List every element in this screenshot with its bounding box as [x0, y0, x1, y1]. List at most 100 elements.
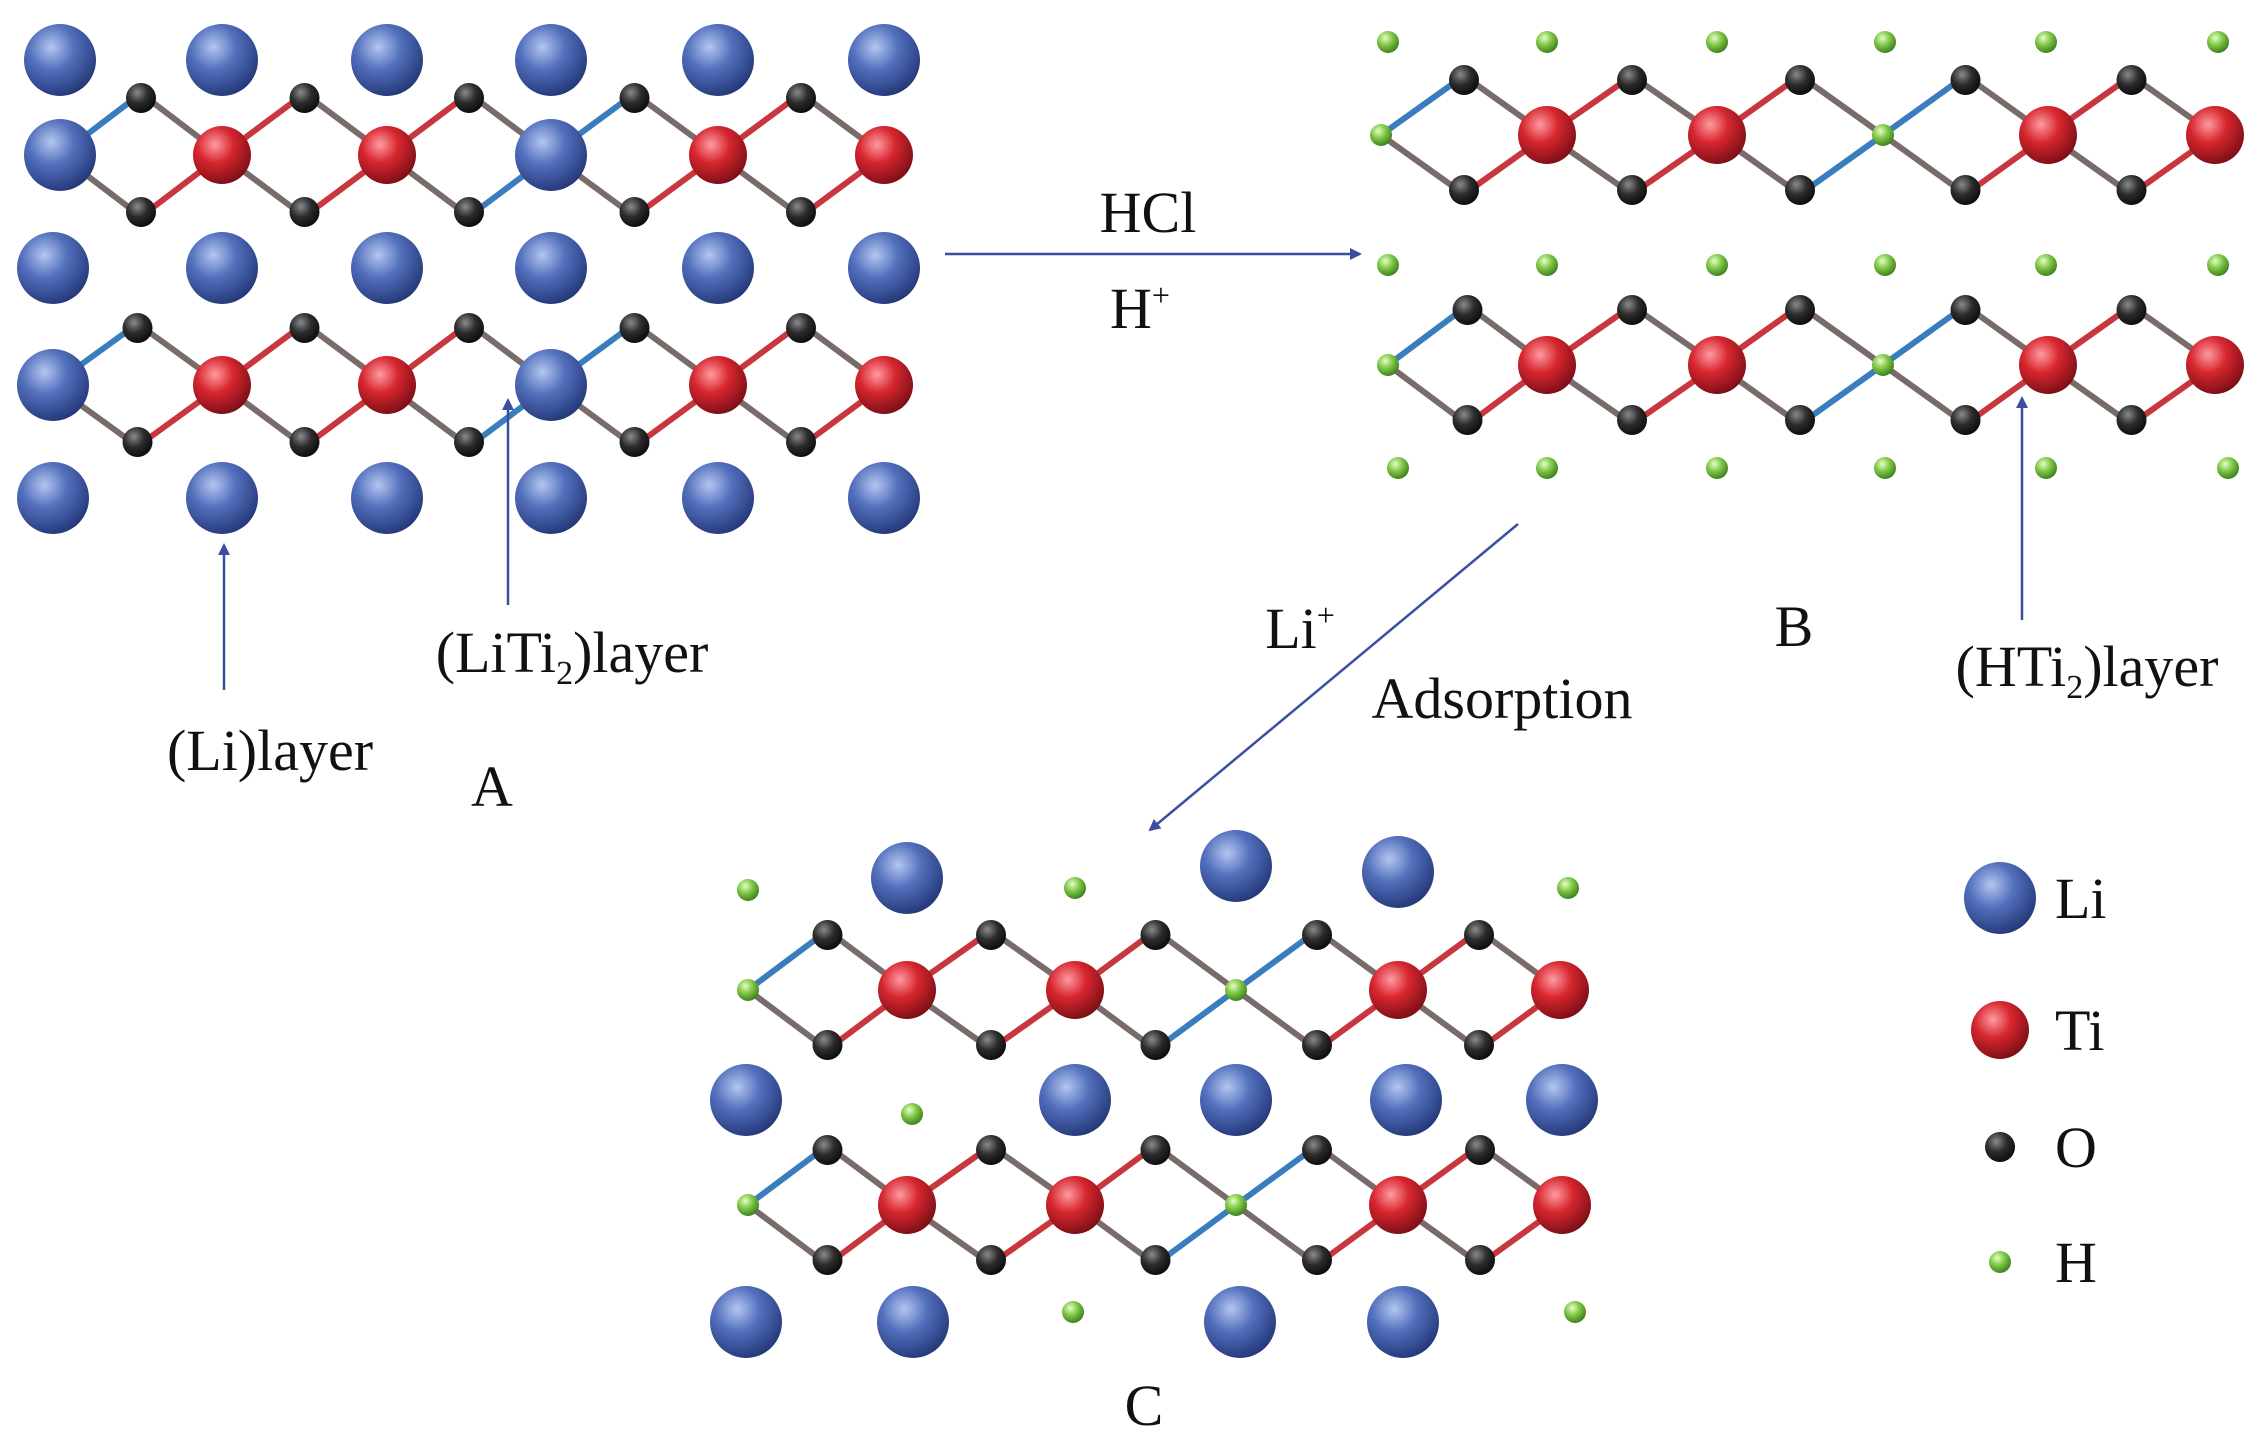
li-atom [848, 462, 920, 534]
legend-label-li: Li [2055, 866, 2107, 931]
bond [1158, 1147, 1239, 1208]
o-atom [289, 427, 320, 457]
li-atom [710, 1064, 782, 1136]
o-atom [1140, 920, 1171, 950]
o-atom [1950, 295, 1981, 325]
o-atom [1302, 920, 1332, 950]
bond [1880, 307, 1963, 368]
li-atom [1370, 1064, 1442, 1136]
li-atom [24, 24, 96, 96]
li-atom [848, 24, 920, 96]
ti-atom [878, 1176, 936, 1234]
reagent-hcl-label: HCl [1100, 180, 1197, 245]
ti-atom [878, 961, 936, 1019]
h-atom [1377, 354, 1399, 376]
li-atom [682, 24, 754, 96]
legend-label-ti: Ti [2055, 998, 2105, 1063]
ti-atom [1688, 336, 1746, 394]
h-atom [1370, 124, 1392, 146]
o-atom [1302, 1030, 1332, 1060]
o-atom [454, 83, 484, 113]
o-atom [1140, 1135, 1171, 1165]
o-atom [126, 83, 156, 113]
li-atom [515, 119, 587, 191]
li-atom [1362, 836, 1434, 908]
ti-atom [1518, 106, 1576, 164]
bond [1378, 77, 1461, 138]
o-atom [812, 1030, 843, 1060]
bond [1233, 932, 1314, 993]
bond [1880, 77, 1963, 138]
legend-label-o: O [2055, 1115, 2097, 1180]
ti-atom [2186, 336, 2244, 394]
h-atom [1564, 1301, 1586, 1323]
bond [1803, 77, 1886, 138]
bond [1158, 932, 1239, 993]
ti-atom [1533, 1176, 1591, 1234]
h-atom [1225, 979, 1247, 1001]
bond [1803, 362, 1886, 423]
o-atom [2116, 295, 2147, 325]
structure-a [17, 24, 920, 534]
ti-atom [193, 126, 251, 184]
o-atom [1465, 1245, 1495, 1275]
bond [1233, 1147, 1314, 1208]
legend-label-h: H [2055, 1230, 2097, 1295]
li-atom [17, 232, 89, 304]
li-atom [1526, 1064, 1598, 1136]
h-atom [1377, 31, 1399, 53]
h-atom [1064, 877, 1086, 899]
ti-atom [1688, 106, 1746, 164]
ti-atom [193, 356, 251, 414]
o-atom [1302, 1245, 1332, 1275]
panel-label-b: B [1775, 594, 1814, 659]
h-atom [737, 979, 759, 1001]
o-atom [812, 1245, 843, 1275]
h-atom [1874, 254, 1896, 276]
h-atom [1377, 254, 1399, 276]
o-atom [786, 313, 816, 343]
li-atom [186, 24, 258, 96]
structure-b [1370, 31, 2244, 479]
bond [1880, 362, 1963, 423]
o-atom [786, 83, 816, 113]
o-atom [454, 427, 484, 457]
o-atom [1449, 175, 1479, 205]
o-atom [1785, 65, 1815, 95]
o-atom [619, 83, 650, 113]
h-atom [2035, 457, 2057, 479]
h-atom [2035, 31, 2057, 53]
ti-atom [1531, 961, 1589, 1019]
o-atom [1617, 295, 1647, 325]
h-atom [737, 879, 759, 901]
li-atom [186, 232, 258, 304]
o-atom [1449, 65, 1479, 95]
o-atom [1617, 65, 1647, 95]
h-atom [2035, 254, 2057, 276]
o-atom [2116, 405, 2147, 435]
h-atom [1706, 457, 1728, 479]
o-atom [619, 313, 650, 343]
o-atom [812, 920, 843, 950]
li-atom [351, 232, 423, 304]
h-atom [1874, 457, 1896, 479]
ti-atom [2019, 106, 2077, 164]
bond [745, 1147, 825, 1208]
panel-label-a: A [471, 754, 513, 819]
bond [1385, 362, 1465, 423]
li-atom [515, 232, 587, 304]
o-atom [619, 427, 650, 457]
li-atom [1200, 830, 1272, 902]
bond [1233, 1202, 1314, 1263]
h-atom [1536, 254, 1558, 276]
o-atom [1302, 1135, 1332, 1165]
h-atom [1872, 124, 1894, 146]
o-atom [1140, 1030, 1171, 1060]
li-atom [682, 462, 754, 534]
o-atom [812, 1135, 843, 1165]
o-atom [1785, 295, 1815, 325]
li-atom [1964, 862, 2036, 934]
o-atom [1452, 405, 1483, 435]
